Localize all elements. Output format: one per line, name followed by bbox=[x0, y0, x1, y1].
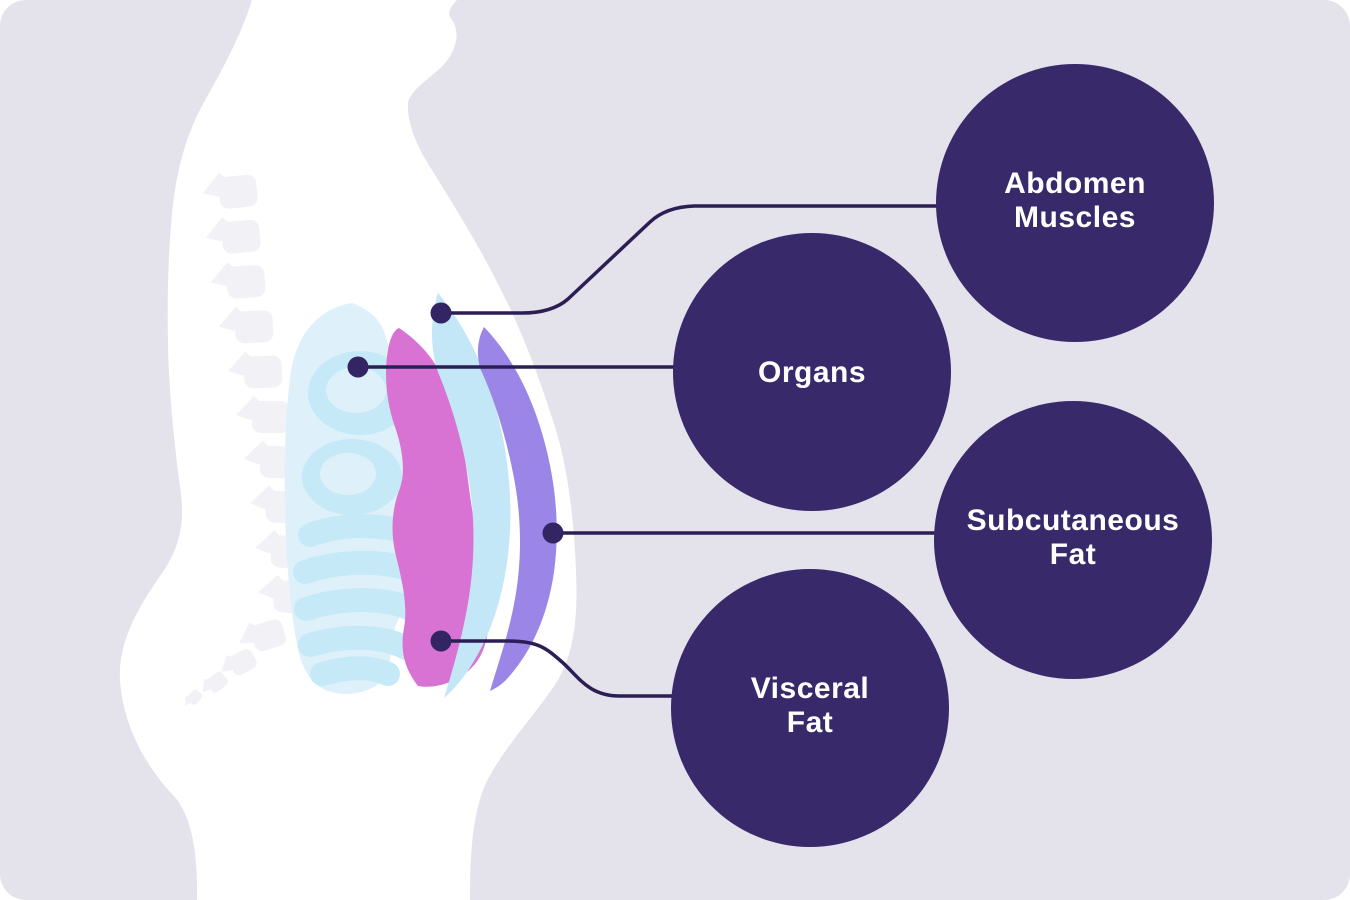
visceral-fat-layer bbox=[386, 328, 490, 687]
bubble-label-line2: Fat bbox=[1050, 538, 1097, 571]
bubble-label-line1: Subcutaneous bbox=[967, 504, 1180, 537]
stomach-highlights bbox=[320, 367, 386, 495]
callout-dot-visceral-fat bbox=[430, 630, 452, 652]
callout-dot-organs bbox=[347, 356, 369, 378]
label-bubble-organs: Organs bbox=[673, 233, 951, 511]
label-bubble-subcutaneous-fat: Subcutaneous Fat bbox=[934, 401, 1212, 679]
bubble-label-line1: Abdomen bbox=[1004, 167, 1146, 200]
bubble-circle bbox=[673, 233, 951, 511]
leader-line-visceral-fat bbox=[441, 639, 674, 698]
abdomen-muscle-layer bbox=[432, 293, 511, 698]
subcutaneous-fat-layer bbox=[477, 327, 557, 691]
label-bubble-visceral-fat: Visceral Fat bbox=[671, 569, 949, 847]
leader-line-abdomen-muscles bbox=[441, 204, 941, 315]
bubble-circle bbox=[671, 569, 949, 847]
bubble-label-line2: Fat bbox=[787, 706, 834, 739]
bubble-label-line1: Visceral bbox=[751, 672, 870, 705]
bubble-label-line1: Organs bbox=[758, 356, 866, 389]
callout-dot-subcutaneous-fat bbox=[542, 522, 564, 544]
bubble-circle bbox=[936, 64, 1214, 342]
callout-dot-abdomen-muscles bbox=[430, 302, 452, 324]
label-bubble-abdomen-muscles: Abdomen Muscles bbox=[936, 64, 1214, 342]
bubble-circle bbox=[934, 401, 1212, 679]
bubble-label-line2: Muscles bbox=[1014, 201, 1136, 234]
